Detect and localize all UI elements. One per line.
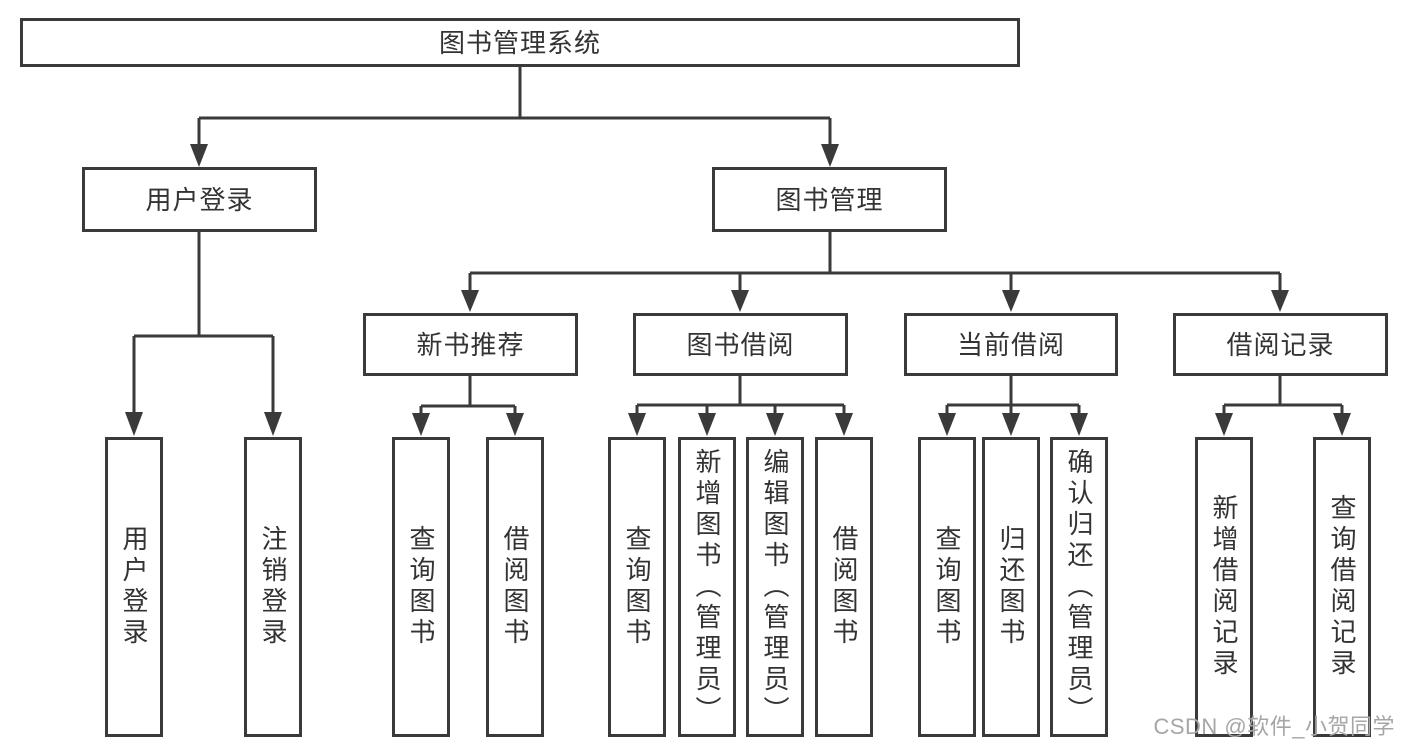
leaf-return-books: 归还图书 bbox=[982, 437, 1040, 737]
leaf-borrow-books: 借阅图书 bbox=[815, 437, 873, 737]
leaf-query-books-current: 查询图书 bbox=[918, 437, 976, 737]
leaf-query-books-recommend: 查询图书 bbox=[392, 437, 450, 737]
leaf-edit-books-admin: 编辑图书（管理员） bbox=[746, 437, 804, 737]
leaf-user-login: 用户登录 bbox=[105, 437, 163, 737]
leaf-query-books-borrow: 查询图书 bbox=[608, 437, 666, 737]
node-borrow-record: 借阅记录 bbox=[1173, 313, 1388, 376]
node-user-login: 用户登录 bbox=[82, 167, 317, 232]
csdn-watermark: CSDN @软件_小贺同学 bbox=[1153, 714, 1395, 739]
node-book-management: 图书管理 bbox=[712, 167, 947, 232]
node-root: 图书管理系统 bbox=[20, 18, 1020, 67]
node-book-borrow: 图书借阅 bbox=[633, 313, 848, 376]
node-current-borrow: 当前借阅 bbox=[904, 313, 1118, 376]
leaf-add-books-admin: 新增图书（管理员） bbox=[678, 437, 736, 737]
leaf-add-borrow-record: 新增借阅记录 bbox=[1195, 437, 1253, 737]
leaf-query-borrow-record: 查询借阅记录 bbox=[1313, 437, 1371, 737]
leaf-confirm-return-admin: 确认归还（管理员） bbox=[1050, 437, 1108, 737]
leaf-borrow-books-recommend: 借阅图书 bbox=[486, 437, 544, 737]
node-new-book-recommend: 新书推荐 bbox=[363, 313, 578, 376]
leaf-logout: 注销登录 bbox=[244, 437, 302, 737]
